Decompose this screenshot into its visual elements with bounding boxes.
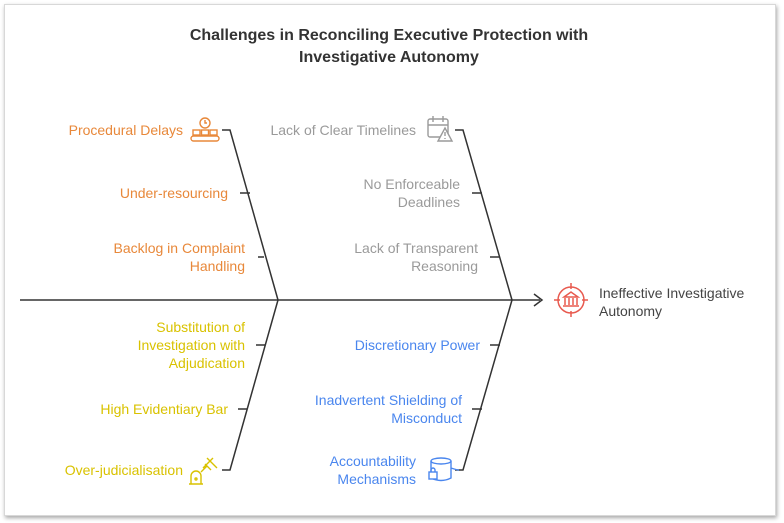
cause-label: Reasoning xyxy=(411,258,478,274)
database-lock-icon xyxy=(428,457,460,482)
cause-label: Inadvertent Shielding of xyxy=(315,392,462,408)
category-top-right: Lack of Clear Timelines No EnforceableDea… xyxy=(270,116,513,301)
diagram-title: Investigative Autonomy xyxy=(299,49,479,66)
bone-line xyxy=(455,299,513,471)
cause-label: Under-resourcing xyxy=(120,185,228,201)
bone-line xyxy=(455,129,513,301)
category-top-left: Procedural DelaysUnder-resourcingBacklog… xyxy=(69,117,279,301)
arrow-head-icon xyxy=(533,293,544,307)
cause-label: High Evidentiary Bar xyxy=(100,401,228,417)
cause-label: Backlog in Complaint xyxy=(113,240,245,256)
cause-label: Accountability xyxy=(330,453,416,469)
cause-label: Investigation with xyxy=(138,337,245,353)
bone-line xyxy=(222,299,279,471)
calendar-warning-icon xyxy=(427,116,454,142)
cause-label: Lack of Clear Timelines xyxy=(270,122,416,138)
cause-label: Adjudication xyxy=(169,355,245,371)
cause-label: Substitution of xyxy=(156,319,245,335)
cause-label: Over-judicialisation xyxy=(65,462,183,478)
category-bottom-left: Substitution of Investigation withAdjudic… xyxy=(65,299,279,485)
cause-label: Deadlines xyxy=(398,194,460,210)
cause-label: Procedural Delays xyxy=(69,122,183,138)
cause-label: Mechanisms xyxy=(337,471,416,487)
cause-label: Misconduct xyxy=(391,410,462,426)
cause-label: Lack of Transparent xyxy=(354,240,478,256)
gavel-icon xyxy=(189,457,218,485)
conveyor-clock-icon xyxy=(190,117,220,142)
institution-target-icon xyxy=(554,283,588,317)
cause-label: Handling xyxy=(190,258,245,274)
outcome-label: Autonomy xyxy=(599,303,662,319)
outcome-label: Ineffective Investigative xyxy=(599,285,744,301)
cause-label: No Enforceable xyxy=(363,176,460,192)
bone-line xyxy=(222,129,279,301)
cause-label: Discretionary Power xyxy=(355,337,481,353)
diagram-title: Challenges in Reconciling Executive Prot… xyxy=(190,27,588,44)
diagram-card xyxy=(4,4,776,516)
